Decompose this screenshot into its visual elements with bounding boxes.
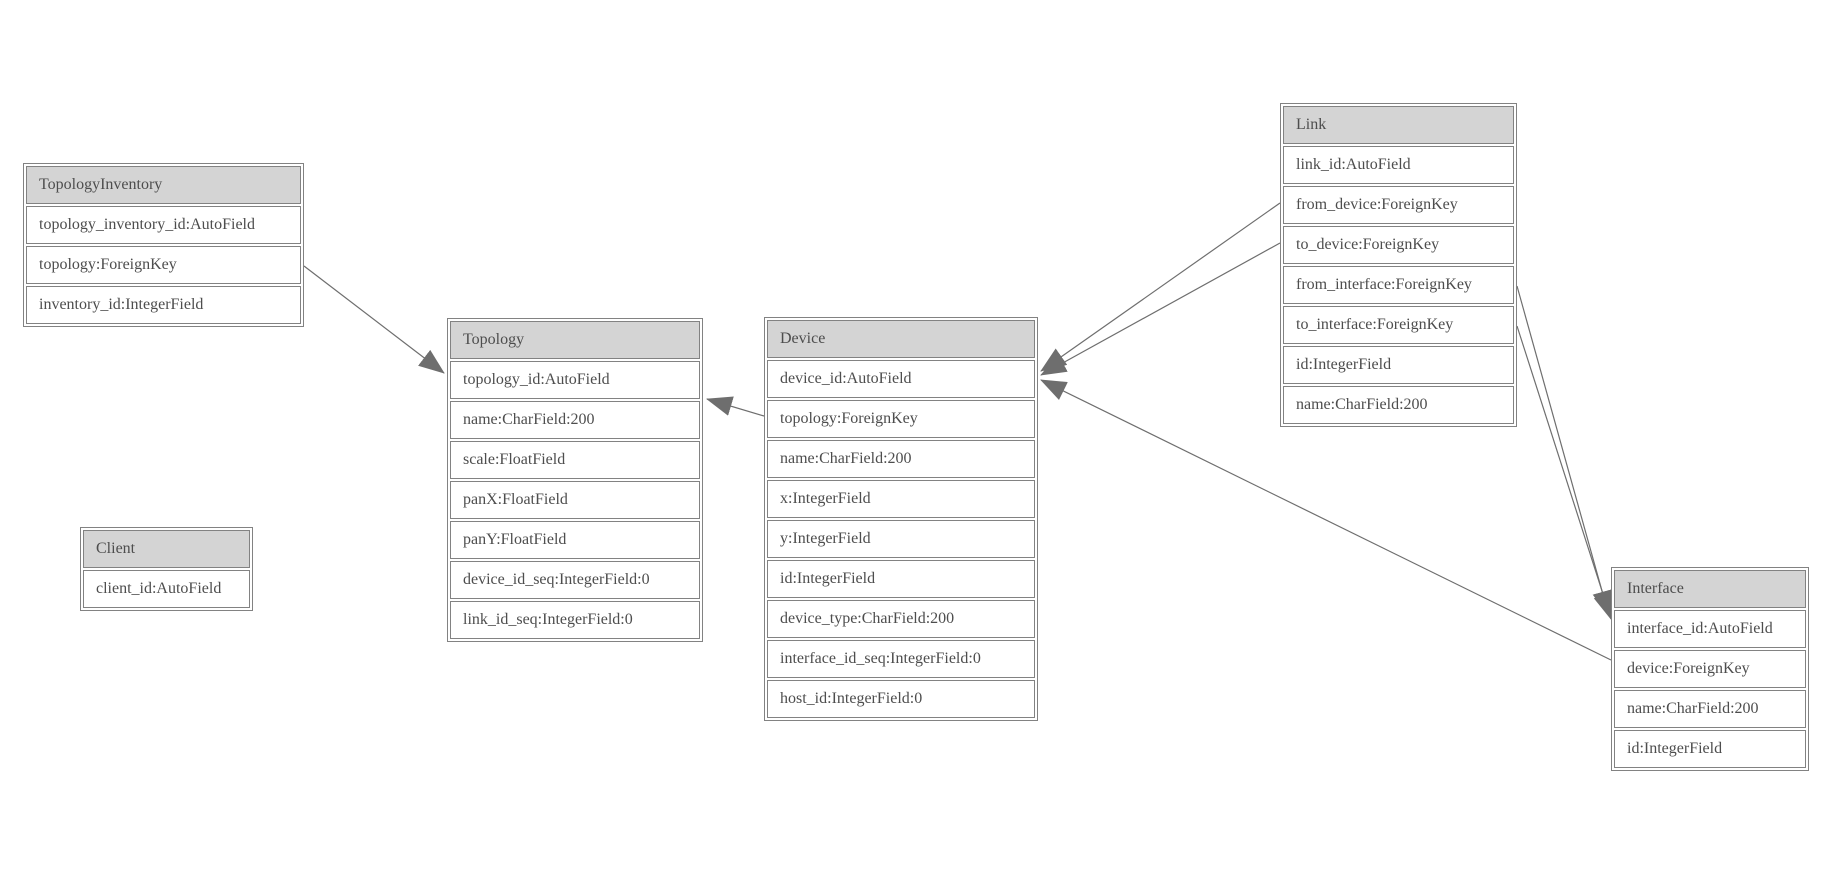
- entity-field-topology-inventory-0: topology_inventory_id:AutoField: [26, 206, 301, 244]
- entity-field-topology-3: panX:FloatField: [450, 481, 700, 519]
- entity-title-topology: Topology: [450, 321, 700, 359]
- entity-title-link: Link: [1283, 106, 1514, 144]
- entity-field-link-4: to_interface:ForeignKey: [1283, 306, 1514, 344]
- relation-line-topologyinventory-topology-to-topology-topology_id: [303, 265, 445, 374]
- entity-field-device-6: device_type:CharField:200: [767, 600, 1035, 638]
- entity-field-link-5: id:IntegerField: [1283, 346, 1514, 384]
- relation-line-link-to_interface-to-interface-interface_id: [1516, 325, 1613, 620]
- entity-title-client: Client: [83, 530, 250, 568]
- relation-line-device-topology-to-topology-topology_id: [706, 396, 765, 417]
- entity-field-topology-1: name:CharField:200: [450, 401, 700, 439]
- entity-field-topology-5: device_id_seq:IntegerField:0: [450, 561, 700, 599]
- entity-field-device-2: name:CharField:200: [767, 440, 1035, 478]
- entity-field-device-1: topology:ForeignKey: [767, 400, 1035, 438]
- entity-field-client-0: client_id:AutoField: [83, 570, 250, 608]
- entity-field-device-0: device_id:AutoField: [767, 360, 1035, 398]
- entity-field-link-1: from_device:ForeignKey: [1283, 186, 1514, 224]
- relation-line-link-from_interface-to-interface-interface_id: [1516, 285, 1612, 617]
- entity-field-link-2: to_device:ForeignKey: [1283, 226, 1514, 264]
- entity-field-link-6: name:CharField:200: [1283, 386, 1514, 424]
- relation-line-link-from_device-to-device-device_id: [1040, 202, 1281, 372]
- entity-field-interface-3: id:IntegerField: [1614, 730, 1806, 768]
- entity-field-interface-0: interface_id:AutoField: [1614, 610, 1806, 648]
- entity-field-topology-inventory-2: inventory_id:IntegerField: [26, 286, 301, 324]
- entity-field-device-4: y:IntegerField: [767, 520, 1035, 558]
- entity-title-topology-inventory: TopologyInventory: [26, 166, 301, 204]
- entity-field-topology-6: link_id_seq:IntegerField:0: [450, 601, 700, 639]
- entity-field-device-8: host_id:IntegerField:0: [767, 680, 1035, 718]
- entity-title-interface: Interface: [1614, 570, 1806, 608]
- entity-field-topology-inventory-1: topology:ForeignKey: [26, 246, 301, 284]
- entity-field-interface-2: name:CharField:200: [1614, 690, 1806, 728]
- entity-field-topology-2: scale:FloatField: [450, 441, 700, 479]
- entity-field-topology-0: topology_id:AutoField: [450, 361, 700, 399]
- relation-line-link-to_device-to-device-device_id: [1040, 242, 1281, 376]
- entity-field-device-3: x:IntegerField: [767, 480, 1035, 518]
- entity-field-link-0: link_id:AutoField: [1283, 146, 1514, 184]
- entity-field-link-3: from_interface:ForeignKey: [1283, 266, 1514, 304]
- entity-field-interface-1: device:ForeignKey: [1614, 650, 1806, 688]
- entity-title-device: Device: [767, 320, 1035, 358]
- entity-field-topology-4: panY:FloatField: [450, 521, 700, 559]
- entity-field-device-7: interface_id_seq:IntegerField:0: [767, 640, 1035, 678]
- entity-field-device-5: id:IntegerField: [767, 560, 1035, 598]
